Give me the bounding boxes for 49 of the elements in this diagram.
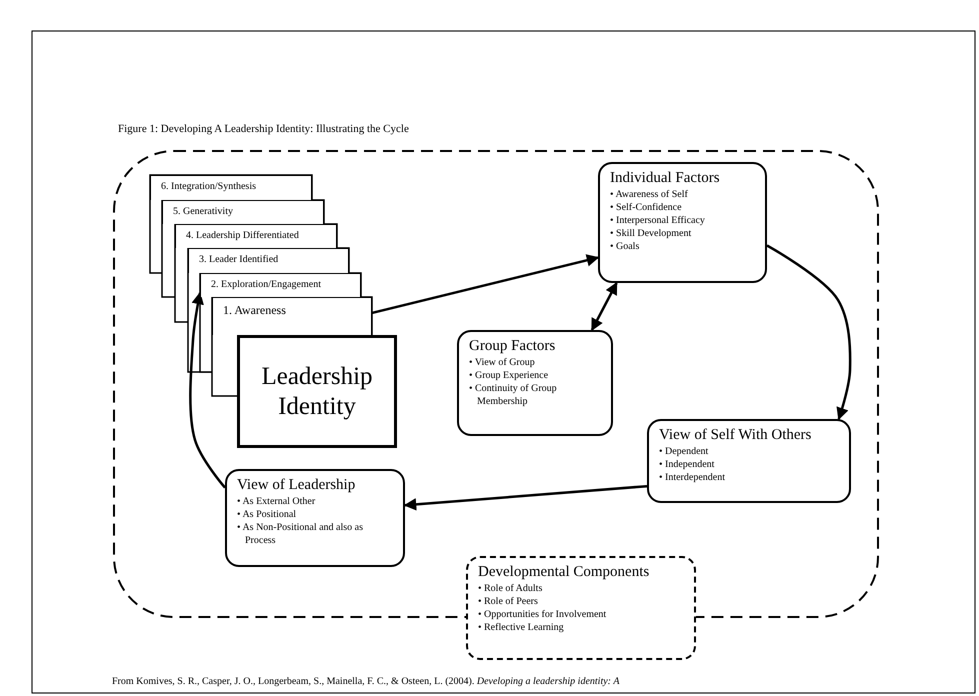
identity-box (237, 335, 397, 448)
bullet-item: • Role of Adults (478, 582, 544, 595)
bullet-item: • Goals (610, 240, 640, 253)
stage-card (200, 273, 361, 297)
box-heading: Individual Factors (610, 170, 721, 187)
bullet-item: • View of Group (469, 356, 536, 369)
dashed-box (466, 556, 696, 660)
box-heading: Developmental Components (478, 564, 650, 581)
bullet-item: • As External Other (237, 495, 316, 508)
bullet-item: • Awareness of Self (610, 188, 689, 201)
box-heading: View of Self With Others (659, 427, 812, 444)
stage-label: 1. Awareness (223, 303, 286, 317)
citation-caption: From Komives, S. R., Casper, J. O., Longerbeam, S., Mainella, F. C., & Osteen, L. (2004). Developing a leadership identity: A (112, 676, 620, 687)
stage-card (212, 297, 372, 335)
box-heading: Group Factors (469, 338, 556, 355)
bullet-item: • Role of Peers (478, 595, 539, 608)
arrow (404, 484, 648, 511)
bullet-item: • Group Experience (469, 369, 550, 382)
bullet-item: • Reflective Learning (478, 621, 565, 634)
stage-card (150, 175, 312, 200)
bullet-item: • Interdependent (659, 471, 726, 484)
rounded-box (225, 469, 405, 567)
bullet-item: • Self-Confidence (610, 201, 683, 214)
stage-label: 2. Exploration/Engagement (211, 279, 321, 290)
stage-card (188, 248, 349, 273)
bullet-item: • As Positional (237, 508, 298, 521)
bullet-item: • Interpersonal Efficacy (610, 214, 706, 227)
box-heading: View of Leadership (237, 477, 356, 494)
figure-title: Figure 1: Developing A Leadership Identity: Illustrating the Cycle (118, 123, 409, 135)
bullet-item: • Dependent (659, 445, 710, 458)
bullet-item: • Skill Development (610, 227, 692, 240)
bullet-item: • Independent (659, 458, 716, 471)
bullet-item: • As Non-Positional and also as Process (237, 521, 364, 547)
rounded-box (457, 330, 613, 436)
rounded-box (598, 162, 767, 283)
arrow (766, 244, 852, 420)
stage-label: 3. Leader Identified (199, 254, 278, 265)
arrow (189, 292, 226, 488)
bullet-item: • Opportunities for Involvement (478, 608, 608, 621)
arrow (590, 282, 618, 332)
arrow (372, 254, 600, 314)
identity-label: Leadership Identity (260, 362, 374, 422)
stage-label: 4. Leadership Differentiated (186, 230, 299, 241)
bullet-item: • Continuity of Group Membership (469, 382, 558, 408)
stage-label: 6. Integration/Synthesis (161, 181, 256, 192)
stage-card (175, 224, 337, 248)
rounded-box (647, 419, 851, 503)
stage-card (162, 200, 324, 224)
stage-label: 5. Generativity (173, 206, 233, 217)
